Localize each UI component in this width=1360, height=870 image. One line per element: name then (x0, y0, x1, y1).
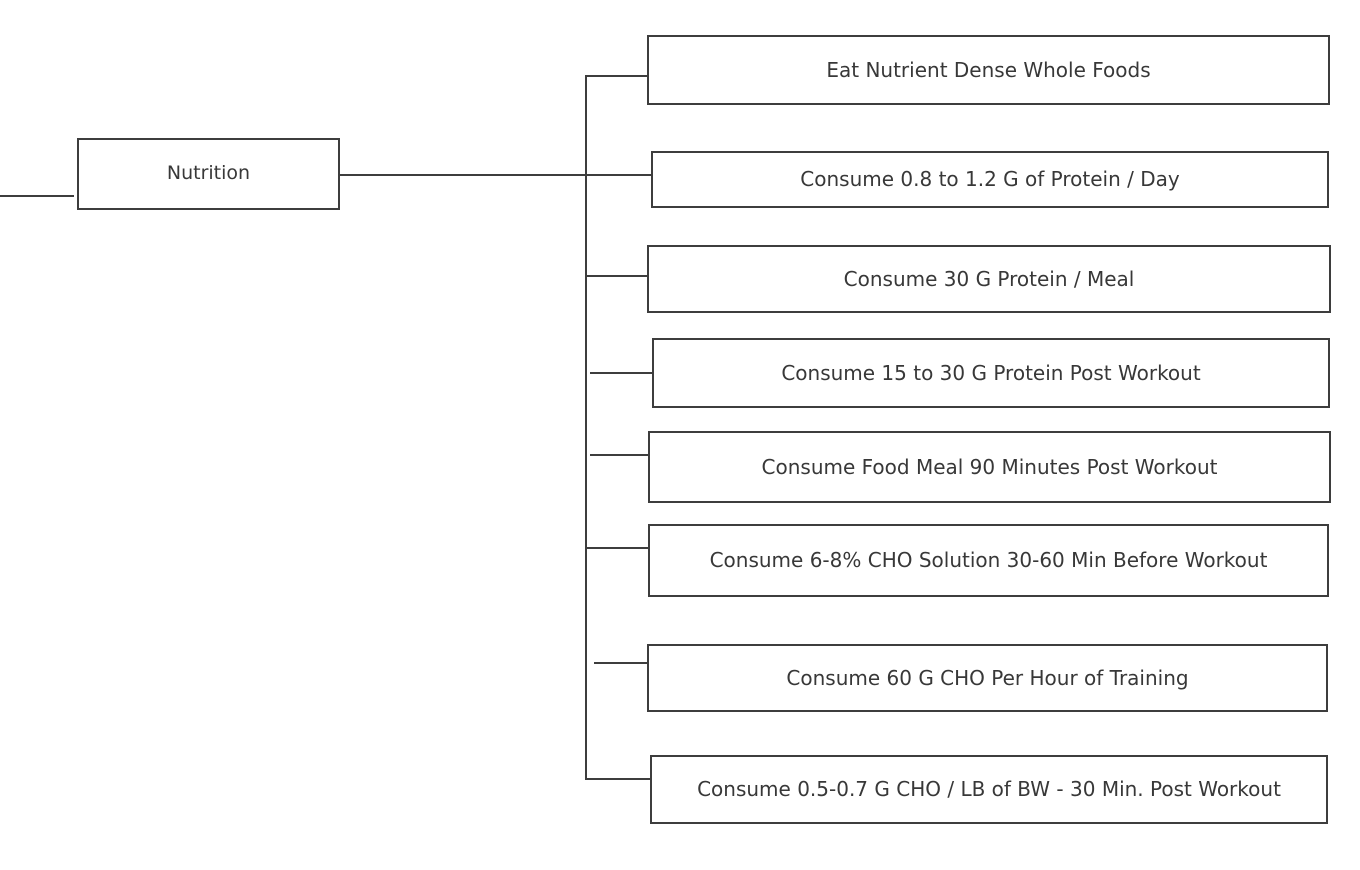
child-node-whole-foods[interactable]: Eat Nutrient Dense Whole Foods (647, 35, 1330, 105)
child-node-label: Consume Food Meal 90 Minutes Post Workou… (761, 454, 1218, 479)
child-node-label: Consume 60 G CHO Per Hour of Training (786, 665, 1189, 690)
child-node-protein-post-workout[interactable]: Consume 15 to 30 G Protein Post Workout (652, 338, 1330, 408)
connector-stub-child-6 (585, 547, 648, 549)
connector-entry-left (0, 195, 74, 197)
connector-stub-child-1 (585, 75, 647, 77)
root-node-nutrition[interactable]: Nutrition (77, 138, 340, 210)
connector-stub-child-5 (590, 454, 648, 456)
child-node-cho-post-workout[interactable]: Consume 0.5-0.7 G CHO / LB of BW - 30 Mi… (650, 755, 1328, 824)
connector-trunk-vertical (585, 75, 587, 780)
child-node-protein-per-meal[interactable]: Consume 30 G Protein / Meal (647, 245, 1331, 313)
child-node-label: Consume 0.5-0.7 G CHO / LB of BW - 30 Mi… (697, 777, 1281, 801)
connector-stub-child-4 (590, 372, 652, 374)
connector-stub-child-7 (594, 662, 647, 664)
connector-stub-child-3 (585, 275, 647, 277)
child-node-label: Consume 15 to 30 G Protein Post Workout (781, 360, 1201, 385)
connector-root-to-trunk (340, 174, 652, 176)
connector-elbow-child-8 (585, 778, 650, 780)
child-node-label: Eat Nutrient Dense Whole Foods (826, 57, 1151, 82)
child-node-cho-solution-before-workout[interactable]: Consume 6-8% CHO Solution 30-60 Min Befo… (648, 524, 1329, 597)
child-node-cho-per-hour[interactable]: Consume 60 G CHO Per Hour of Training (647, 644, 1328, 712)
child-node-label: Consume 30 G Protein / Meal (843, 266, 1135, 291)
child-node-food-meal-post-workout[interactable]: Consume Food Meal 90 Minutes Post Workou… (648, 431, 1331, 503)
child-node-protein-per-day[interactable]: Consume 0.8 to 1.2 G of Protein / Day (651, 151, 1329, 208)
child-node-label: Consume 0.8 to 1.2 G of Protein / Day (800, 167, 1180, 191)
root-node-label: Nutrition (166, 162, 251, 185)
child-node-label: Consume 6-8% CHO Solution 30-60 Min Befo… (709, 548, 1268, 572)
